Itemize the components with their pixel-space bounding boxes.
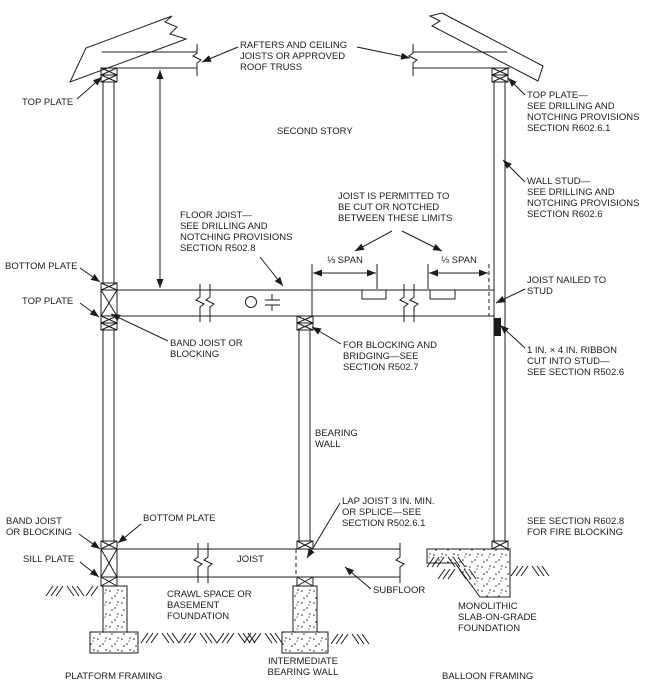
center-foundation — [281, 585, 329, 654]
top-plate-left-label: TOP PLATE — [22, 97, 74, 108]
span-dimensions — [311, 264, 488, 289]
plate-x-boxes — [100, 67, 509, 587]
leader-arrows — [76, 46, 526, 590]
right-rafter — [428, 12, 544, 82]
top-plate-2f-label: TOP PLATE — [22, 296, 74, 307]
balloon-framing-caption: BALLOON FRAMING — [442, 671, 534, 682]
fire-blocking-label: SEE SECTION R602.8 FOR FIRE BLOCKING — [527, 516, 625, 538]
monolithic-label: MONOLITHIC SLAB-ON-GRADE FOUNDATION — [458, 601, 537, 634]
platform-framing-caption: PLATFORM FRAMING — [65, 671, 163, 682]
joist-nailed-label: JOIST NAILED TO STUD — [527, 275, 607, 297]
left-ceiling-joist — [101, 44, 202, 76]
span-right-label: ⅓ SPAN — [441, 255, 477, 266]
monolithic-slab — [426, 548, 511, 598]
ribbon-label: 1 IN. × 4 IN. RIBBON CUT INTO STUD— SEE … — [527, 345, 625, 378]
right-ceiling-joist — [408, 44, 510, 76]
crawl-space-label: CRAWL SPACE OR BASEMENT FOUNDATION — [167, 589, 252, 622]
bearing-wall-studs — [298, 330, 311, 541]
left-rafter — [69, 15, 188, 83]
top-plate-right-label: TOP PLATE— SEE DRILLING AND NOTCHING PRO… — [527, 90, 640, 134]
ground-hatching — [45, 556, 550, 645]
ribbon-board — [494, 318, 501, 336]
bottom-plate-1f-label: BOTTOM PLATE — [143, 513, 216, 524]
bearing-wall-label: BEARING WALL — [315, 428, 358, 450]
sill-plate-label: SILL PLATE — [23, 554, 75, 565]
subfloor-label: SUBFLOOR — [373, 585, 426, 596]
intermediate-caption: INTERMEDIATE BEARING WALL — [267, 656, 339, 678]
right-wall-studs — [493, 82, 506, 541]
rafters-label: RAFTERS AND CEILING JOISTS OR APPROVED R… — [240, 40, 348, 73]
left-wall-studs — [102, 82, 115, 541]
blocking-bridging-label: FOR BLOCKING AND BRIDGING—SEE SECTION R5… — [343, 340, 437, 373]
first-floor-band — [117, 543, 405, 583]
floor-joist-label: FLOOR JOIST— SEE DRILLING AND NOTCHING P… — [180, 210, 293, 254]
joist-label: JOIST — [237, 554, 264, 565]
notch-limit-marks — [361, 290, 456, 300]
left-foundation — [89, 585, 139, 654]
joist-permitted-label: JOIST IS PERMITTED TO BE CUT OR NOTCHED … — [338, 191, 453, 224]
hole-and-notch-symbols — [245, 294, 280, 311]
wall-stud-label: WALL STUD— SEE DRILLING AND NOTCHING PRO… — [527, 176, 640, 220]
band-joist-1f-label: BAND JOIST OR BLOCKING — [6, 516, 72, 538]
second-story-label: SECOND STORY — [277, 126, 353, 137]
bottom-plate-2f-label: BOTTOM PLATE — [5, 261, 78, 272]
lap-joist-label: LAP JOIST 3 IN. MIN. OR SPLICE—SEE SECTI… — [342, 496, 435, 529]
band-joist-2f-label: BAND JOIST OR BLOCKING — [170, 338, 243, 360]
span-left-label: ⅓ SPAN — [327, 255, 363, 266]
